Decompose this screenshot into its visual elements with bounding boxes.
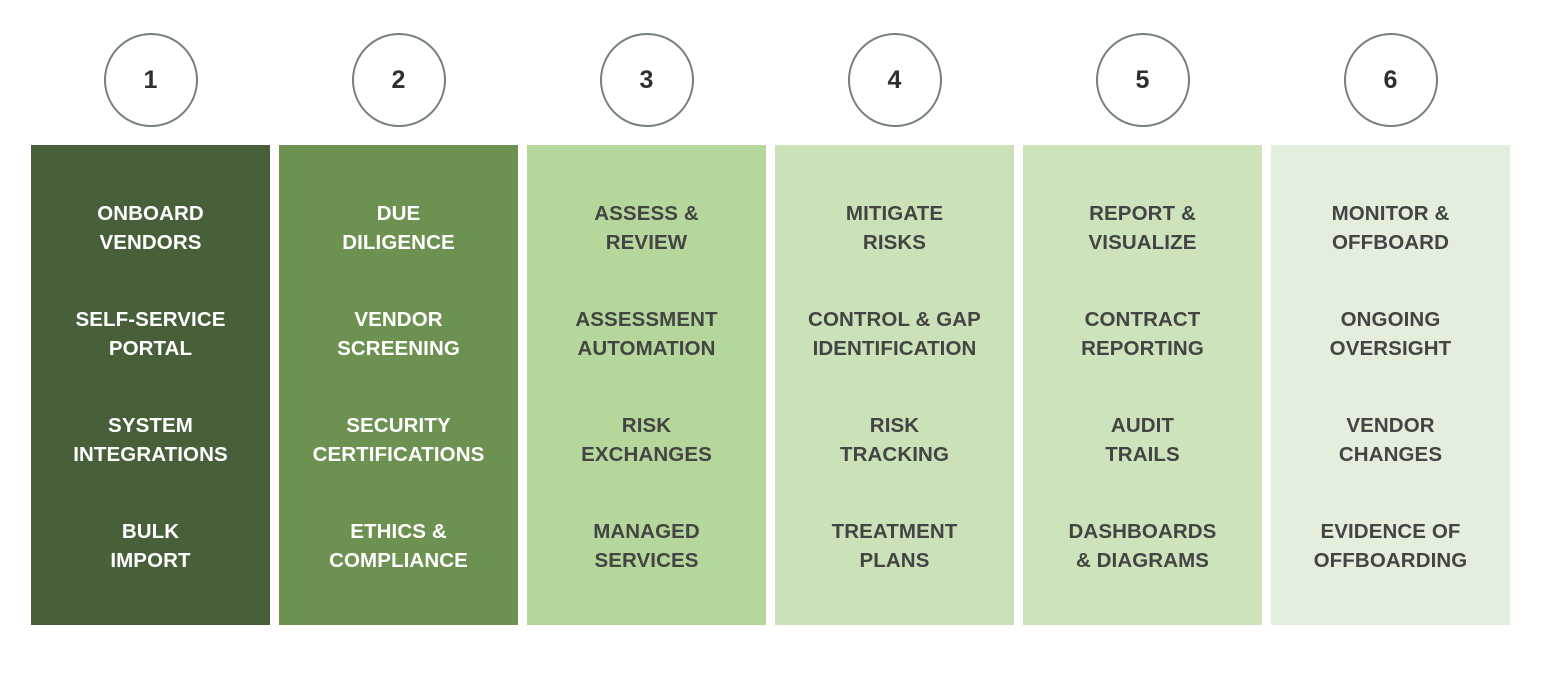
stage-item-6-1: ONGOING OVERSIGHT	[1329, 307, 1452, 360]
stage-panel-5[interactable]: REPORT & VISUALIZE CONTRACT REPORTING AU…	[1023, 145, 1262, 625]
stage-number-6: 6	[1383, 65, 1398, 94]
circle-outline-icon-3: 3	[599, 33, 694, 127]
stage-number-badge-1: 1	[31, 31, 270, 129]
stage-number-5: 5	[1135, 65, 1150, 94]
stage-number-badge-2: 2	[279, 31, 518, 129]
stage-item-6-3: EVIDENCE OF OFFBOARDING	[1313, 519, 1468, 572]
stage-number-1: 1	[143, 65, 158, 94]
stage-item-3-2: RISK EXCHANGES	[581, 413, 712, 466]
stage-number-badge-5: 5	[1023, 31, 1262, 129]
stage-item-4-2: RISK TRACKING	[840, 413, 949, 466]
stage-heading-6: MONITOR & OFFBOARD	[1331, 201, 1450, 254]
stage-item-5-2: AUDIT TRAILS	[1105, 413, 1180, 466]
circle-outline-icon-1: 1	[103, 33, 198, 127]
stage-item-5-3: DASHBOARDS & DIAGRAMS	[1068, 519, 1217, 572]
stage-item-5-1: CONTRACT REPORTING	[1081, 307, 1204, 360]
stage-column-3[interactable]: 3 ASSESS & REVIEW ASSESSMENT AUTOMATION …	[527, 0, 766, 678]
stage-item-3-3: MANAGED SERVICES	[593, 519, 700, 572]
stage-item-1-1: SELF-SERVICE PORTAL	[75, 307, 226, 360]
stage-number-badge-6: 6	[1271, 31, 1510, 129]
stage-columns: 1 ONBOARD VENDORS SELF-SERVICE PORTAL SY…	[31, 0, 1510, 678]
stage-item-3-1: ASSESSMENT AUTOMATION	[575, 307, 718, 360]
circle-outline-icon-6: 6	[1343, 33, 1438, 127]
stage-number-3: 3	[639, 65, 654, 94]
stage-panel-2[interactable]: DUE DILIGENCE VENDOR SCREENING SECURITY …	[279, 145, 518, 625]
stage-item-2-1: VENDOR SCREENING	[337, 307, 460, 360]
stage-panel-6[interactable]: MONITOR & OFFBOARD ONGOING OVERSIGHT VEN…	[1271, 145, 1510, 625]
stage-panel-4[interactable]: MITIGATE RISKS CONTROL & GAP IDENTIFICAT…	[775, 145, 1014, 625]
stage-column-5[interactable]: 5 REPORT & VISUALIZE CONTRACT REPORTING …	[1023, 0, 1262, 678]
stage-column-6[interactable]: 6 MONITOR & OFFBOARD ONGOING OVERSIGHT V…	[1271, 0, 1510, 678]
circle-outline-icon-4: 4	[847, 33, 942, 127]
stage-panel-1[interactable]: ONBOARD VENDORS SELF-SERVICE PORTAL SYST…	[31, 145, 270, 625]
stage-item-2-3: ETHICS & COMPLIANCE	[329, 519, 468, 572]
stage-item-2-2: SECURITY CERTIFICATIONS	[312, 413, 485, 466]
stage-number-4: 4	[887, 65, 902, 94]
stage-item-6-2: VENDOR CHANGES	[1338, 413, 1443, 466]
stage-column-4[interactable]: 4 MITIGATE RISKS CONTROL & GAP IDENTIFIC…	[775, 0, 1014, 678]
stage-number-2: 2	[391, 65, 406, 94]
stage-column-1[interactable]: 1 ONBOARD VENDORS SELF-SERVICE PORTAL SY…	[31, 0, 270, 678]
stage-heading-4: MITIGATE RISKS	[845, 201, 944, 254]
stage-item-1-2: SYSTEM INTEGRATIONS	[73, 413, 228, 466]
stage-column-2[interactable]: 2 DUE DILIGENCE VENDOR SCREENING SECURIT…	[279, 0, 518, 678]
stage-item-1-3: BULK IMPORT	[110, 519, 191, 572]
stage-panel-3[interactable]: ASSESS & REVIEW ASSESSMENT AUTOMATION RI…	[527, 145, 766, 625]
circle-outline-icon-2: 2	[351, 33, 446, 127]
stage-heading-2: DUE DILIGENCE	[342, 201, 455, 254]
stage-heading-1: ONBOARD VENDORS	[97, 201, 204, 254]
stage-number-badge-4: 4	[775, 31, 1014, 129]
stage-heading-3: ASSESS & REVIEW	[594, 201, 699, 254]
stage-item-4-1: CONTROL & GAP IDENTIFICATION	[808, 307, 981, 360]
stage-heading-5: REPORT & VISUALIZE	[1088, 201, 1197, 254]
circle-outline-icon-5: 5	[1095, 33, 1190, 127]
stage-item-4-3: TREATMENT PLANS	[831, 519, 958, 572]
stage-number-badge-3: 3	[527, 31, 766, 129]
